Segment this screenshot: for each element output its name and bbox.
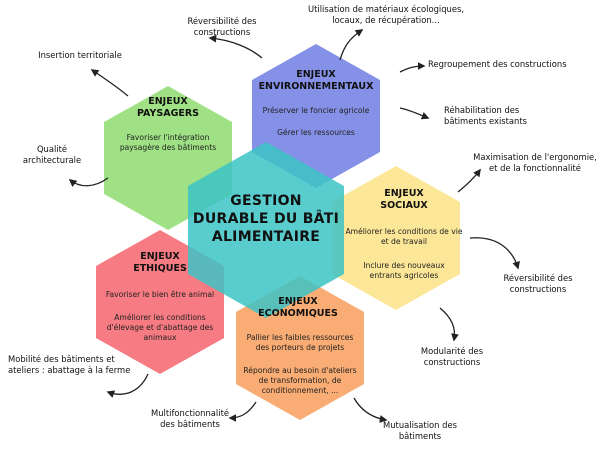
outcome-modularite: Modularité des constructions (421, 346, 483, 367)
central-hub: GESTION DURABLE DU BÂTI ALIMENTAIRE (193, 193, 339, 245)
economiques-item-2-line-2: de transformation, de (259, 376, 342, 385)
paysagers-block: ENJEUX PAYSAGERS Favoriser l'intégration… (120, 96, 216, 152)
outcome-reversibilite-droite-line-1: Réversibilité des (503, 273, 572, 283)
outcome-reversibilite-haut: Réversibilité des constructions (187, 16, 256, 37)
central-title-line-3: ALIMENTAIRE (212, 229, 320, 245)
environnementaux-item-2: Gérer les ressources (277, 128, 355, 137)
outcome-ergonomie-line-2: et de la fonctionnalité (489, 163, 581, 173)
outcome-materiaux-line-1: Utilisation de matériaux écologiques, (308, 4, 464, 14)
central-title-line-1: GESTION (230, 193, 302, 209)
outcome-multifonctionnalite-line-2: des bâtiments (160, 419, 220, 429)
economiques-title-line-1: ENJEUX (278, 296, 318, 307)
ethiques-item-2-line-3: animaux (144, 333, 177, 342)
outcome-ergonomie-line-1: Maximisation de l'ergonomie, (473, 152, 597, 162)
paysagers-title-line-1: ENJEUX (148, 96, 188, 107)
arrow-reversibilite-haut (208, 34, 263, 59)
outcome-regroupement: Regroupement des constructions (428, 59, 567, 69)
arrow-qualite (68, 177, 109, 187)
environnementaux-title-line-2: ENVIRONNEMENTAUX (259, 81, 375, 92)
sociaux-item-2-line-2: entrants agricoles (370, 271, 439, 280)
ethiques-title-line-1: ENJEUX (140, 251, 180, 262)
outcome-mutualisation-line-1: Mutualisation des (383, 420, 457, 430)
environnementaux-item-1: Préserver le foncier agricole (263, 106, 370, 115)
paysagers-title-line-2: PAYSAGERS (137, 108, 199, 119)
outcome-mobilite-line-2: ateliers : abattage à la ferme (8, 365, 130, 375)
arrow-reversibilite-droite (469, 237, 520, 270)
outcome-multifonctionnalite: Multifonctionnalité des bâtiments (151, 408, 229, 429)
environnementaux-block: ENJEUX ENVIRONNEMENTAUX Préserver le fon… (259, 69, 375, 137)
outcome-materiaux: Utilisation de matériaux écologiques, lo… (308, 4, 464, 25)
environnementaux-title-line-1: ENJEUX (296, 69, 336, 80)
outcome-rehabilitation-line-2: bâtiments existants (444, 116, 527, 126)
ethiques-item-2-line-1: Améliorer les conditions (114, 313, 206, 322)
outcome-multifonctionnalite-line-1: Multifonctionnalité (151, 408, 229, 418)
outcome-reversibilite-haut-line-2: constructions (194, 27, 250, 37)
outcome-mutualisation-line-2: bâtiments (399, 431, 441, 441)
economiques-title-line-2: ECONOMIQUES (258, 308, 338, 319)
outcome-reversibilite-droite: Réversibilité des constructions (503, 273, 572, 294)
outcome-qualite-line-1: Qualité (37, 144, 67, 154)
economiques-block: ENJEUX ECONOMIQUES Pallier les faibles r… (243, 296, 356, 395)
arrow-ergonomie (457, 168, 481, 193)
outcome-materiaux-line-2: locaux, de récupération... (332, 15, 439, 25)
arrow-mobilite (106, 373, 149, 398)
outcome-insertion: Insertion territoriale (38, 50, 122, 60)
outcome-arrows (68, 29, 520, 423)
sociaux-title-line-2: SOCIAUX (380, 200, 428, 211)
outcomes: Réversibilité des constructions Utilisat… (8, 4, 597, 441)
economiques-item-2-line-3: conditionnement, ... (262, 386, 339, 395)
arrow-multifonctionnalite (228, 401, 257, 422)
outcome-mobilite: Mobilité des bâtiments et ateliers : aba… (8, 354, 130, 375)
sociaux-title-line-1: ENJEUX (384, 188, 424, 199)
hex-central (188, 142, 344, 318)
arrow-modularite (439, 307, 459, 342)
ethiques-block: ENJEUX ETHIQUES Favoriser le bien être a… (106, 251, 214, 342)
outcome-modularite-line-1: Modularité des (421, 346, 483, 356)
sociaux-item-1-line-2: et de travail (381, 237, 427, 246)
sociaux-item-1-line-1: Améliorer les conditions de vie (345, 227, 462, 236)
outcome-reversibilite-droite-line-2: constructions (510, 284, 566, 294)
ethiques-title-line-2: ETHIQUES (133, 263, 187, 274)
sociaux-item-2-line-1: Inclure des nouveaux (363, 261, 445, 270)
arrow-insertion (90, 69, 129, 97)
outcome-regroupement-line-1: Regroupement des constructions (428, 59, 567, 69)
outcome-mobilite-line-1: Mobilité des bâtiments et (8, 354, 115, 364)
arrow-rehabilitation (399, 107, 430, 120)
hex-sociaux (332, 166, 460, 310)
outcome-rehabilitation: Réhabilitation des bâtiments existants (444, 105, 527, 126)
hexagons (96, 44, 460, 420)
central-title-line-2: DURABLE DU BÂTI (193, 210, 339, 227)
outcome-qualite: Qualité architecturale (23, 144, 81, 165)
sociaux-block: ENJEUX SOCIAUX Améliorer les conditions … (345, 188, 462, 280)
economiques-item-1-line-1: Pallier les faibles ressources (247, 333, 354, 342)
paysagers-item-1-line-1: Favoriser l'intégration (127, 133, 210, 142)
hex-environnementaux (252, 44, 380, 188)
paysagers-item-1-line-2: paysagère des bâtiments (120, 143, 216, 152)
outcome-rehabilitation-line-1: Réhabilitation des (444, 105, 519, 115)
outcome-mutualisation: Mutualisation des bâtiments (383, 420, 457, 441)
economiques-item-1-line-2: des porteurs de projets (256, 343, 344, 352)
outcome-qualite-line-2: architecturale (23, 155, 81, 165)
outcome-modularite-line-2: constructions (424, 357, 480, 367)
outcome-reversibilite-haut-line-1: Réversibilité des (187, 16, 256, 26)
economiques-item-2-line-1: Répondre au besoin d'ateliers (243, 366, 356, 375)
ethiques-item-1: Favoriser le bien être animal (106, 290, 214, 299)
arrow-materiaux (339, 29, 364, 61)
arrow-mutualisation (353, 397, 388, 423)
outcome-insertion-line-1: Insertion territoriale (38, 50, 122, 60)
ethiques-item-2-line-2: d'élevage et d'abattage des (107, 323, 214, 332)
arrow-regroupement (399, 62, 426, 73)
outcome-ergonomie: Maximisation de l'ergonomie, et de la fo… (473, 152, 597, 173)
